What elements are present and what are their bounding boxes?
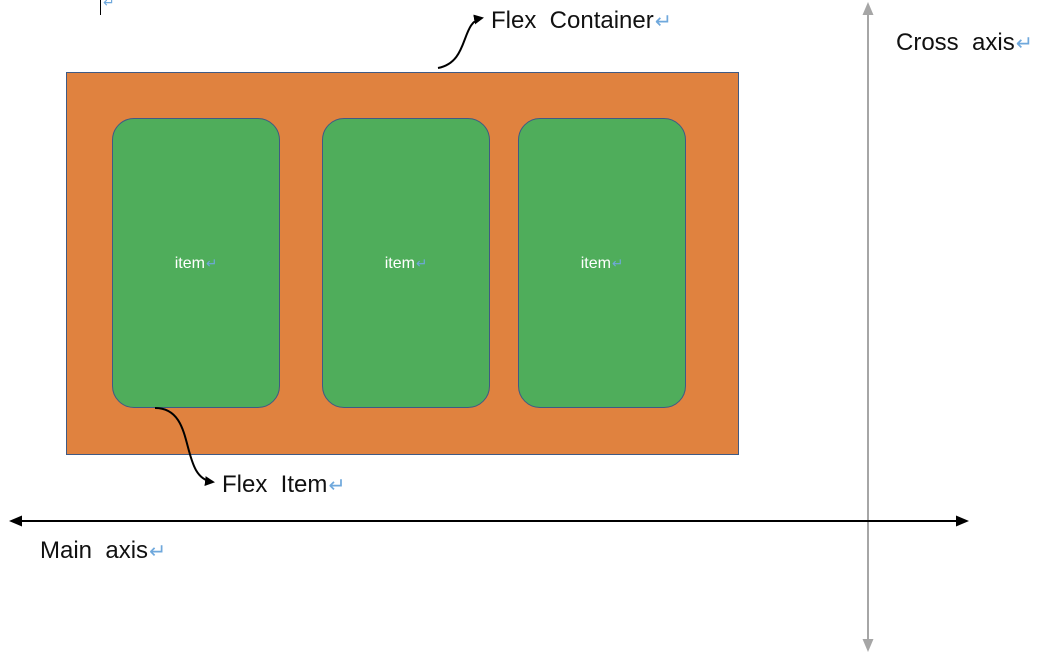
cross-axis-label: Cross axis↵ bbox=[896, 29, 1033, 56]
cross-axis-arrowhead-top bbox=[862, 2, 874, 15]
flex-item-2: item↵ bbox=[322, 118, 490, 408]
main-axis-arrowhead-right bbox=[956, 515, 969, 527]
item-label: item bbox=[384, 255, 415, 272]
paragraph-return-icon: ↵ bbox=[205, 256, 218, 271]
paragraph-return-icon: ↵ bbox=[328, 475, 346, 497]
flex-item-callout-arrow bbox=[154, 407, 215, 487]
main-axis-label: Main axis↵ bbox=[40, 537, 167, 564]
paragraph-return-icon: ↵ bbox=[611, 256, 624, 271]
paragraph-return-icon: ↵ bbox=[415, 256, 428, 271]
paragraph-return-icon: ↵ bbox=[103, 0, 115, 10]
flex-container-label: Flex Container↵ bbox=[491, 7, 672, 34]
flex-container-callout-arrow bbox=[437, 14, 484, 69]
flex-item-1: item↵ bbox=[112, 118, 280, 408]
cross-axis-arrowhead-bottom bbox=[862, 639, 874, 652]
item-label: item bbox=[174, 255, 205, 272]
item-label: item bbox=[580, 255, 611, 272]
paragraph-return-icon: ↵ bbox=[654, 11, 672, 33]
flex-item-3: item↵ bbox=[518, 118, 686, 408]
main-axis-arrowhead-left bbox=[9, 515, 22, 527]
text-cursor bbox=[100, 0, 101, 15]
flex-item-label: Flex Item↵ bbox=[222, 471, 346, 498]
paragraph-return-icon: ↵ bbox=[1015, 33, 1033, 55]
paragraph-return-icon: ↵ bbox=[149, 541, 167, 563]
